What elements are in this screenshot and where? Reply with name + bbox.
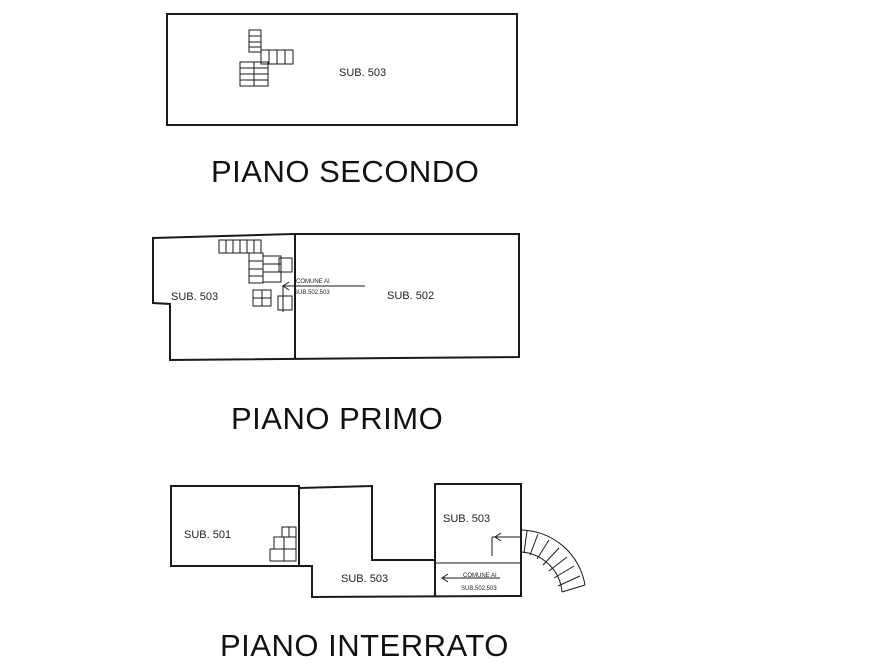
floor-title-secondo: PIANO SECONDO	[211, 154, 479, 189]
outline-secondo	[166, 13, 518, 126]
floor-title-interrato: PIANO INTERRATO	[220, 628, 509, 663]
floor-title-primo: PIANO PRIMO	[231, 401, 443, 436]
common-area-subs-interrato: SUB.502.503	[461, 586, 497, 592]
unit-label-sub-503: SUB. 503	[339, 67, 386, 79]
stair-primo	[218, 239, 293, 311]
room-sub-501	[170, 485, 300, 567]
common-area-pointer-interrato	[441, 573, 500, 583]
common-area-subs-primo: SUB.502.503	[294, 290, 330, 296]
outline-primo	[152, 233, 520, 362]
unit-label-sub-503-interrato-center: SUB. 503	[341, 573, 388, 585]
curved-stair-interrato	[520, 529, 586, 593]
stair-interrato	[269, 526, 297, 562]
unit-label-sub-503-interrato-right: SUB. 503	[443, 513, 490, 525]
unit-label-sub-503-primo: SUB. 503	[171, 291, 218, 303]
unit-label-sub-502-primo: SUB. 502	[387, 290, 434, 302]
floor-plan-secondo: SUB. 503 PIANO SECONDO	[166, 13, 518, 189]
common-area-pointer-primo	[282, 281, 365, 312]
unit-label-sub-501: SUB. 501	[184, 529, 231, 541]
common-area-label-primo: COMUNE AI	[296, 279, 330, 285]
room-sub-503-center	[298, 483, 522, 599]
floor-plan-primo: COMUNE AI SUB.502.503 SUB. 503 SUB. 502 …	[152, 233, 520, 436]
entrance-arrow-interrato	[491, 532, 521, 556]
common-area-label-interrato: COMUNE AI	[463, 573, 497, 579]
floor-plan-interrato: SUB. 501 SUB. 503 SUB. 503 COMUNE AI SUB…	[170, 483, 586, 663]
stair-secondo	[239, 29, 294, 87]
